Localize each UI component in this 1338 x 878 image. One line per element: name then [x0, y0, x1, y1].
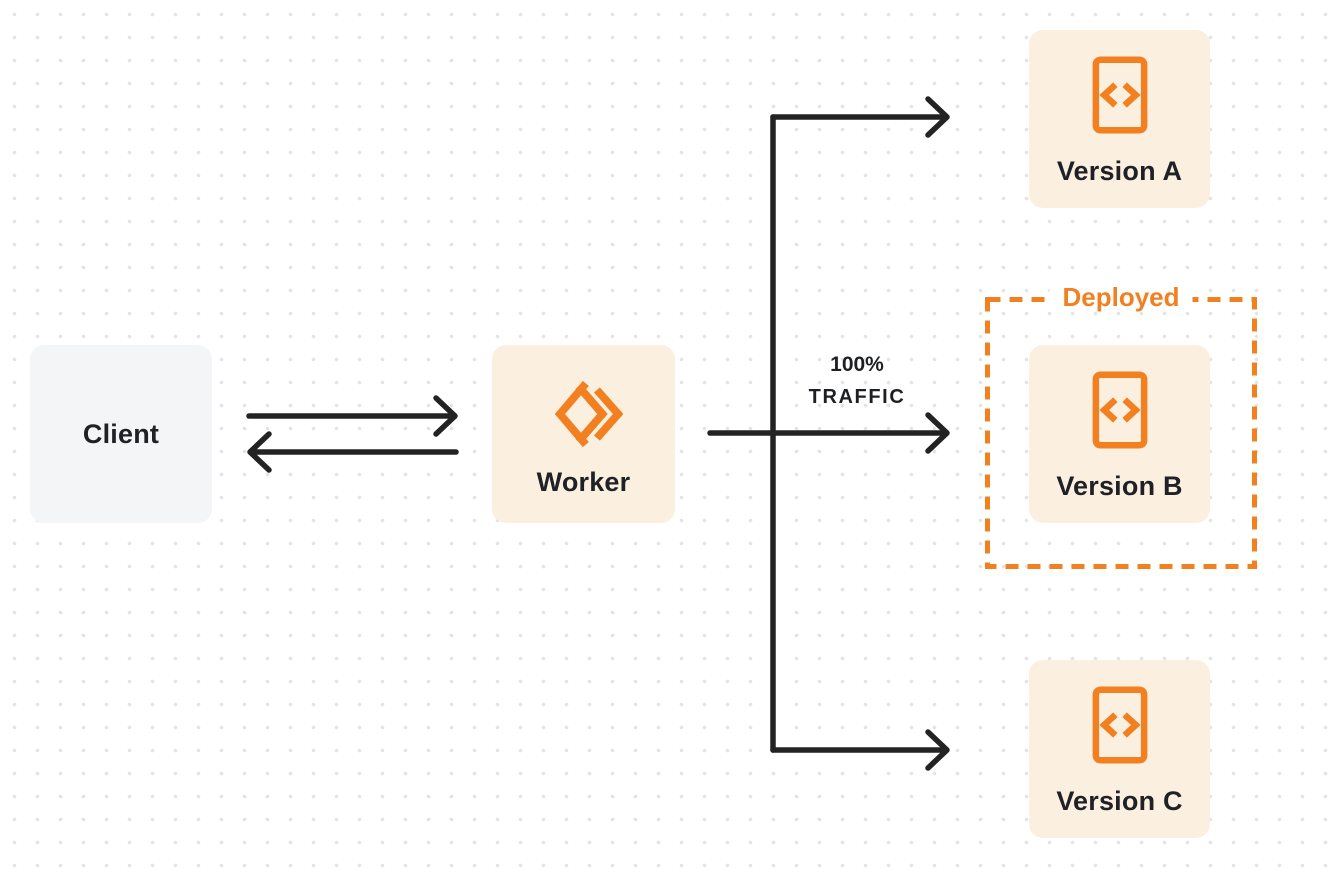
- version-b-node: Version B: [1029, 345, 1210, 523]
- traffic-word-text: TRAFFIC: [808, 386, 906, 408]
- version-a-label: Version A: [1056, 155, 1183, 186]
- traffic-percent-text: 100%: [830, 353, 884, 376]
- code-file-icon: [1092, 55, 1148, 134]
- traffic-annotation: 100% TRAFFIC: [787, 349, 927, 413]
- worker-label: Worker: [536, 466, 631, 497]
- cloudflare-workers-logo-icon: [545, 377, 623, 451]
- worker-to-client-arrow: [247, 431, 459, 473]
- code-file-icon: [1092, 370, 1148, 449]
- version-c-label: Version C: [1056, 785, 1183, 816]
- deployed-label: Deployed: [1049, 282, 1193, 312]
- version-c-node: Version C: [1029, 660, 1210, 838]
- version-a-node: Version A: [1029, 30, 1210, 208]
- worker-to-version-a-arrow: [770, 96, 950, 138]
- client-node: Client: [30, 345, 212, 523]
- client-to-worker-arrow: [246, 395, 458, 437]
- worker-to-version-c-arrow: [770, 729, 950, 771]
- worker-to-version-b-arrow: [707, 412, 950, 454]
- version-b-label: Version B: [1056, 470, 1183, 501]
- worker-node: Worker: [492, 345, 675, 523]
- client-label: Client: [82, 418, 160, 449]
- code-file-icon: [1092, 685, 1148, 764]
- deployed-dashed-region: Deployed: [985, 282, 1257, 569]
